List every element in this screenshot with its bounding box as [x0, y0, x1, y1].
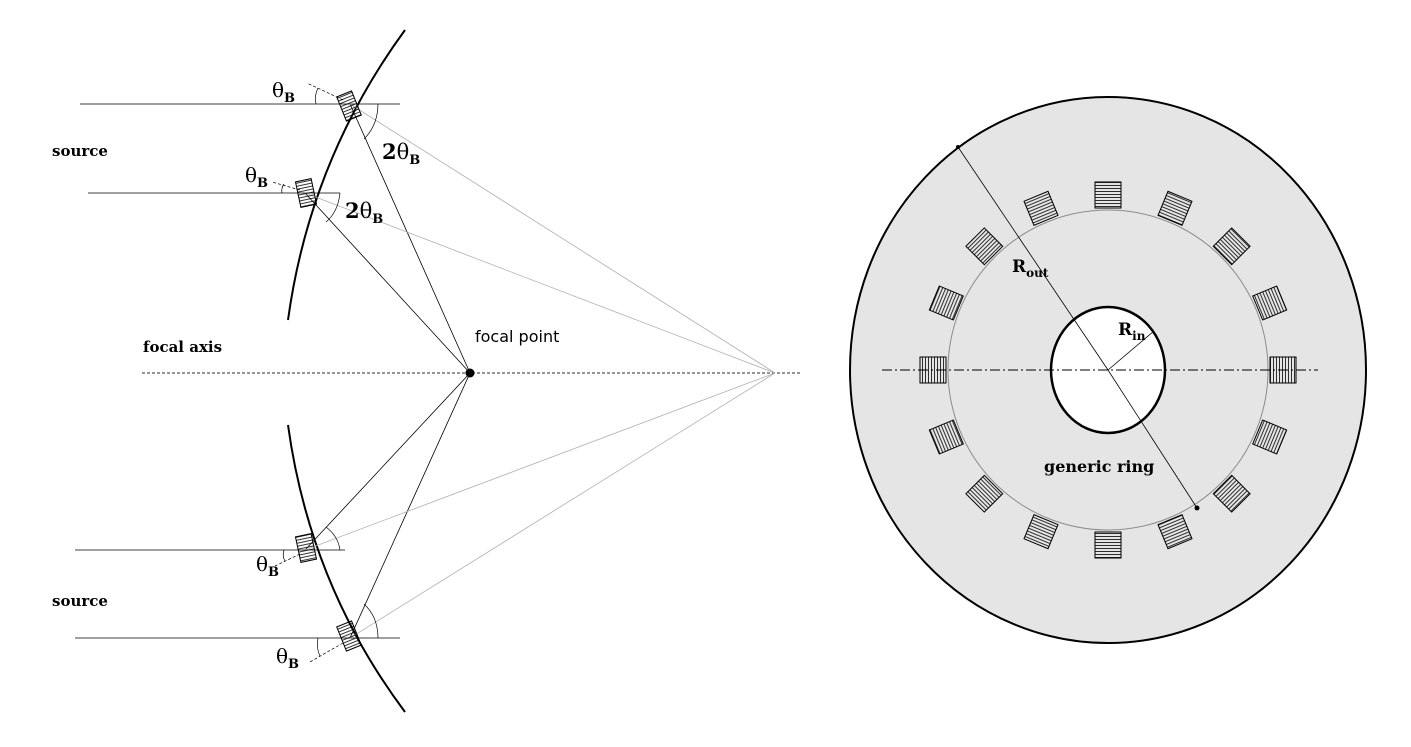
- ring-crystals: [919, 181, 1297, 559]
- two-theta-label-1: 2θB: [382, 139, 420, 168]
- two-theta-label-2: 2θB: [345, 198, 383, 227]
- source-label-top: source: [52, 142, 108, 160]
- crystal-2: [294, 178, 318, 208]
- r-out-end-dot: [956, 145, 960, 149]
- normal-4: [309, 642, 344, 663]
- ring-crystal: [1252, 285, 1288, 321]
- focal-point-label: focal point: [475, 327, 559, 346]
- reflected-ray-2: [304, 192, 471, 374]
- source-label-bottom: source: [52, 592, 108, 610]
- reflected-ray-1: [349, 103, 471, 374]
- r-out-label: Rout: [1012, 257, 1049, 280]
- right-diagram: Rout Rin generic ring: [849, 96, 1367, 644]
- left-diagram: source source focal axis focal point θB …: [52, 29, 802, 713]
- angle-arc-2theta-2: [325, 192, 341, 223]
- ring-crystal: [1023, 190, 1059, 226]
- angle-arc-theta-3: [282, 549, 286, 562]
- angle-arc-2theta-4: [363, 603, 379, 639]
- angle-arc-theta-2: [281, 183, 285, 194]
- ring-crystal: [919, 356, 947, 384]
- focal-axis-label: focal axis: [143, 338, 222, 356]
- ring-crystal: [1023, 514, 1059, 550]
- ring-crystal: [965, 474, 1004, 513]
- ring-crystal: [1094, 181, 1122, 209]
- ring-crystal: [928, 419, 964, 455]
- ring-crystal: [965, 227, 1004, 266]
- mirror-arc-lower: [287, 424, 406, 713]
- r-in-line: [1107, 330, 1155, 371]
- reflected-ray-4: [349, 372, 471, 639]
- ring-crystal: [1212, 474, 1251, 513]
- far-ray-2: [304, 192, 776, 374]
- crystal-4: [336, 620, 362, 652]
- theta-label-3: θB: [256, 552, 279, 580]
- ring-crystal: [1157, 190, 1193, 226]
- reflected-ray-3: [304, 372, 471, 551]
- r-out-extension: [1107, 369, 1198, 509]
- ring-crystal: [1252, 419, 1288, 455]
- ring-crystal: [1212, 227, 1251, 266]
- crystal-1: [336, 90, 362, 122]
- angle-arc-2theta-3: [325, 526, 341, 551]
- normal-1: [306, 82, 344, 101]
- far-ray-1: [349, 103, 776, 374]
- ring-crystal: [1157, 514, 1193, 550]
- angle-arc-2theta-1: [363, 103, 379, 140]
- theta-label-2: θB: [245, 163, 268, 191]
- far-ray-4: [349, 372, 776, 639]
- angle-arc-theta-4: [316, 637, 321, 657]
- ring-point-dot: [1194, 505, 1200, 511]
- ring-crystal: [928, 285, 964, 321]
- ring-crystal: [1094, 531, 1122, 559]
- generic-ring-label: generic ring: [1044, 457, 1154, 476]
- ring-crystal: [1269, 356, 1297, 384]
- far-ray-3: [304, 372, 776, 551]
- angle-arc-theta-1: [314, 87, 319, 105]
- theta-label-1: θB: [272, 78, 295, 106]
- focal-point-dot: [465, 368, 475, 378]
- theta-label-4: θB: [276, 644, 299, 672]
- crystal-3: [294, 533, 318, 563]
- mirror-arc-upper: [287, 29, 406, 321]
- r-in-label: Rin: [1118, 320, 1146, 343]
- r-out-line: [957, 146, 1109, 371]
